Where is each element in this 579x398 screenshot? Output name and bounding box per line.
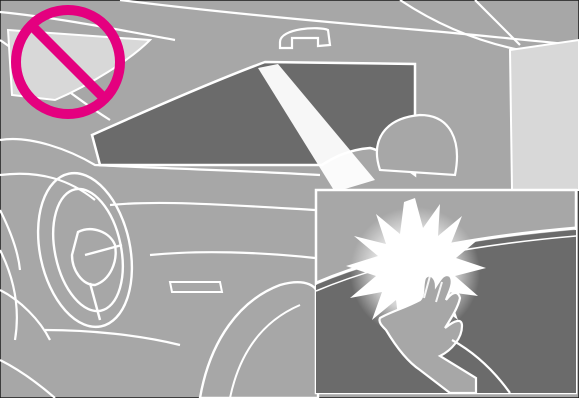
b-pillar [510,40,579,190]
inset-detail [316,190,576,393]
